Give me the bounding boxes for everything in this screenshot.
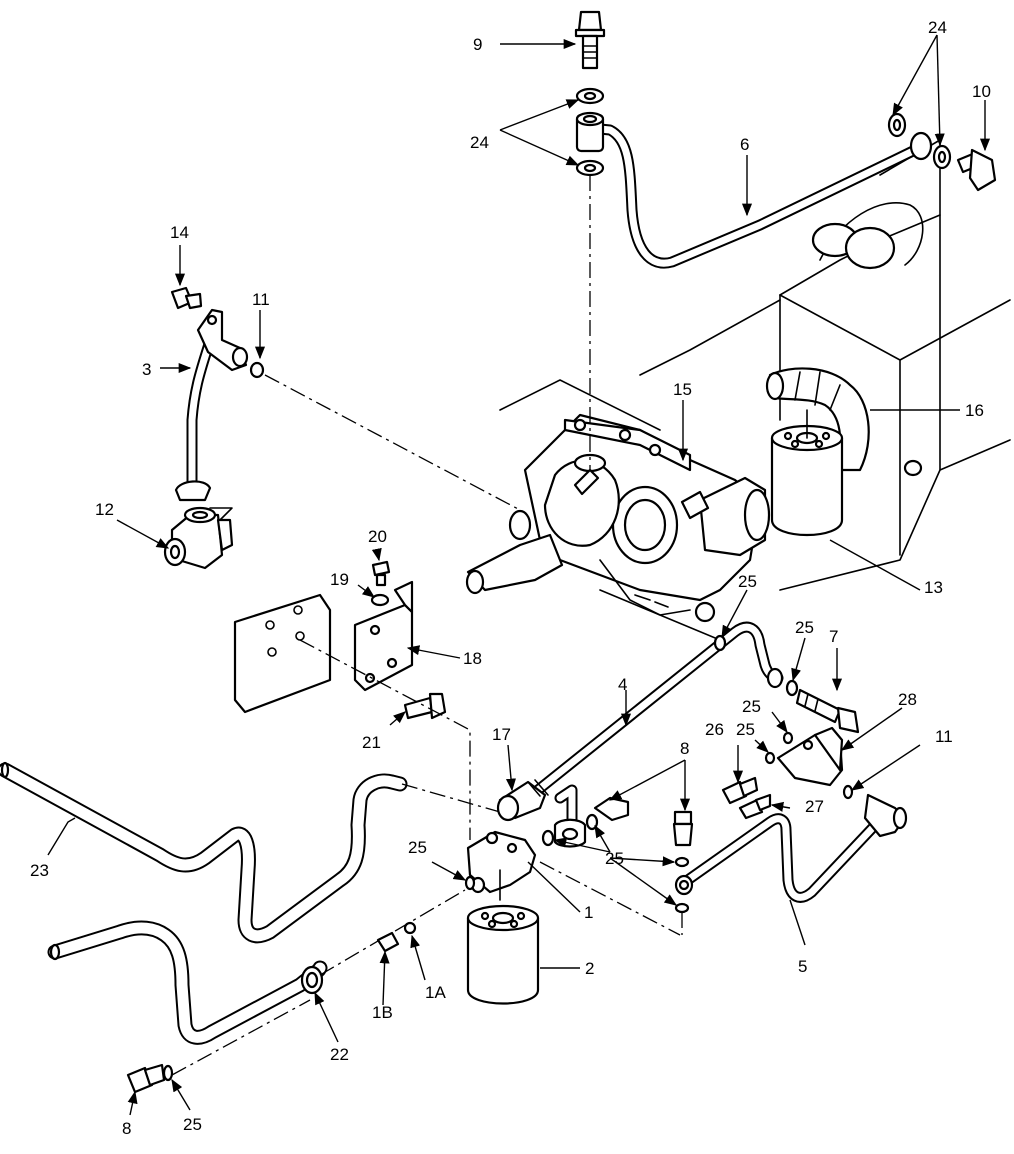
part-25-washer-5-upper bbox=[674, 856, 690, 868]
part-25-o-ring-28 bbox=[782, 731, 794, 745]
part-10-banjo-bolt bbox=[956, 148, 997, 192]
callout-26: 26 bbox=[705, 720, 724, 739]
callout-9: 9 bbox=[473, 35, 482, 54]
callout-25-block-upper: 25 bbox=[742, 697, 761, 716]
transmission-housing bbox=[499, 139, 1011, 641]
part-25-o-ring-7 bbox=[785, 679, 799, 697]
callout-19: 19 bbox=[330, 570, 349, 589]
part-8-banjo-bolt-lower bbox=[126, 1063, 166, 1094]
part-25-o-ring-lower bbox=[162, 1064, 174, 1082]
part-25-o-ring-26 bbox=[764, 751, 776, 765]
callout-1b: 1B bbox=[372, 1003, 393, 1022]
part-18-bracket bbox=[233, 580, 414, 714]
part-8-fitting-upper bbox=[593, 796, 694, 847]
callout-13: 13 bbox=[924, 578, 943, 597]
callout-11-upper: 11 bbox=[252, 290, 270, 309]
callout-27: 27 bbox=[805, 797, 824, 816]
part-24-washers bbox=[575, 87, 952, 177]
callout-20: 20 bbox=[368, 527, 387, 546]
callout-12: 12 bbox=[95, 500, 114, 519]
callout-4: 4 bbox=[618, 675, 627, 694]
callout-15: 15 bbox=[673, 380, 692, 399]
part-25-o-ring-filter-head bbox=[464, 875, 476, 891]
callout-labels: 9 24 24 10 6 14 11 3 12 15 16 13 20 19 1… bbox=[30, 18, 991, 1138]
part-9-banjo-bolt bbox=[574, 10, 606, 70]
part-13-filter bbox=[770, 409, 844, 536]
callout-18: 18 bbox=[463, 649, 482, 668]
part-22-return-tube bbox=[47, 920, 328, 1045]
callout-7: 7 bbox=[829, 627, 838, 646]
callout-25-tube4: 25 bbox=[795, 618, 814, 637]
part-14-fitting bbox=[170, 286, 203, 310]
callout-2: 2 bbox=[585, 959, 594, 978]
callout-11-lower: 11 bbox=[935, 727, 953, 746]
part-6-pressure-tube bbox=[575, 111, 933, 269]
part-12-tee-fitting bbox=[163, 506, 234, 570]
callout-6: 6 bbox=[740, 135, 749, 154]
part-2-filter bbox=[466, 904, 540, 1005]
part-11-o-ring-upper bbox=[249, 361, 265, 379]
callout-24-top-left: 24 bbox=[470, 133, 489, 152]
part-11-o-ring-lower bbox=[842, 784, 854, 800]
callout-22: 22 bbox=[330, 1045, 349, 1064]
part-15-hydraulic-pump bbox=[465, 413, 771, 623]
part-16-suction-hose bbox=[765, 367, 870, 472]
callout-1a: 1A bbox=[425, 983, 446, 1002]
callout-25-tubes-center: 25 bbox=[605, 849, 624, 868]
callout-23: 23 bbox=[30, 861, 49, 880]
callout-1: 1 bbox=[584, 903, 593, 922]
part-21-bolt bbox=[403, 692, 447, 720]
callout-5: 5 bbox=[798, 957, 807, 976]
callout-21: 21 bbox=[362, 733, 381, 752]
part-1-filter-head bbox=[466, 830, 537, 901]
part-26-plug bbox=[721, 776, 759, 805]
callout-28: 28 bbox=[898, 690, 917, 709]
part-25-o-ring-left-of-4 bbox=[541, 829, 555, 847]
part-19-washer bbox=[370, 593, 390, 607]
part-25-o-ring-upper-4 bbox=[713, 634, 727, 652]
part-1a-ball bbox=[403, 921, 417, 935]
callout-8-lower: 8 bbox=[122, 1119, 131, 1138]
callout-25-bottom: 25 bbox=[183, 1115, 202, 1134]
callout-17: 17 bbox=[492, 725, 511, 744]
part-7-banjo-bolt bbox=[795, 688, 860, 734]
callout-25-block-lower: 25 bbox=[736, 720, 755, 739]
callout-8-upper: 8 bbox=[680, 739, 689, 758]
part-5-tube bbox=[674, 793, 908, 903]
part-17-fitting bbox=[496, 779, 549, 822]
leader-lines bbox=[47, 34, 991, 1116]
part-25-washer-5-lower bbox=[674, 902, 690, 914]
callout-25-filter-head: 25 bbox=[408, 838, 427, 857]
callout-14: 14 bbox=[170, 223, 189, 242]
callout-16: 16 bbox=[965, 401, 984, 420]
callout-24-top-right: 24 bbox=[928, 18, 947, 37]
part-20-screw bbox=[371, 560, 391, 587]
part-1b-plug bbox=[376, 931, 400, 953]
callout-3: 3 bbox=[142, 360, 151, 379]
callout-25-pump: 25 bbox=[738, 572, 757, 591]
part-4-tube bbox=[522, 621, 784, 848]
callout-10: 10 bbox=[972, 82, 991, 101]
part-23-return-tube bbox=[0, 761, 408, 944]
part-3-line bbox=[174, 308, 249, 502]
part-27-plug bbox=[738, 793, 772, 820]
